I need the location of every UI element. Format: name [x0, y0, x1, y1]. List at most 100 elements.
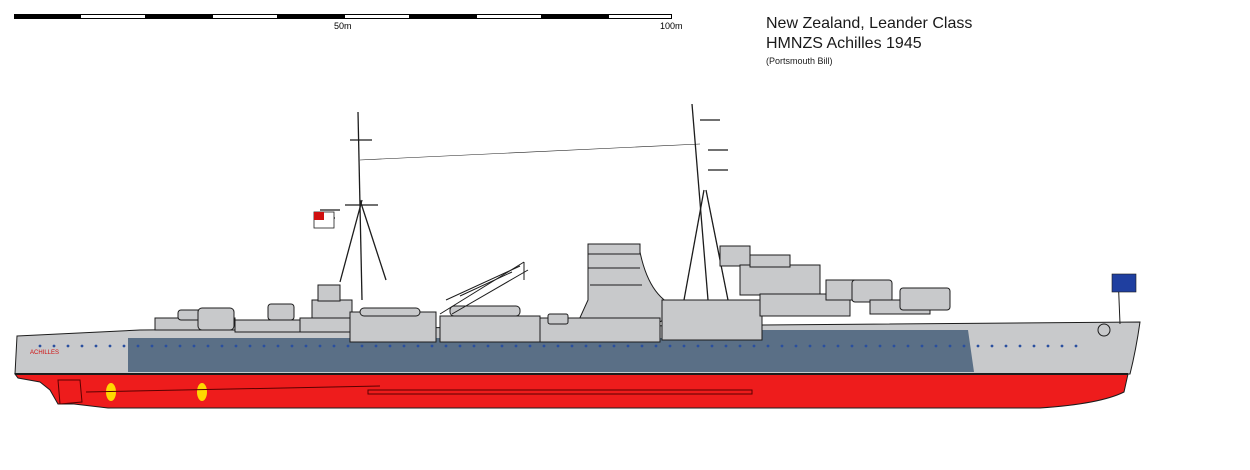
- porthole: [66, 344, 70, 348]
- porthole: [444, 344, 448, 348]
- rudder: [57, 379, 83, 405]
- aft-superstructure: [154, 284, 353, 333]
- porthole: [374, 344, 378, 348]
- porthole: [402, 344, 406, 348]
- porthole: [822, 344, 826, 348]
- porthole: [486, 344, 490, 348]
- porthole: [752, 344, 756, 348]
- porthole: [94, 344, 98, 348]
- porthole: [178, 344, 182, 348]
- porthole: [164, 344, 168, 348]
- porthole: [906, 344, 910, 348]
- porthole: [864, 344, 868, 348]
- porthole: [122, 344, 126, 348]
- porthole: [472, 344, 476, 348]
- porthole: [276, 344, 280, 348]
- porthole: [290, 344, 294, 348]
- bridge-superstructure: [719, 245, 951, 317]
- porthole: [1074, 344, 1078, 348]
- porthole: [990, 344, 994, 348]
- porthole: [724, 344, 728, 348]
- porthole: [626, 344, 630, 348]
- porthole: [52, 344, 56, 348]
- porthole: [682, 344, 686, 348]
- porthole: [696, 344, 700, 348]
- porthole: [192, 344, 196, 348]
- porthole: [220, 344, 224, 348]
- porthole: [514, 344, 518, 348]
- porthole: [1004, 344, 1008, 348]
- aft-mast: [320, 111, 387, 301]
- porthole: [738, 344, 742, 348]
- funnel: [577, 243, 682, 323]
- porthole: [458, 344, 462, 348]
- midships-deckhouse: [539, 299, 763, 343]
- ship-title: HMNZS Achilles 1945: [766, 35, 922, 52]
- porthole: [570, 344, 574, 348]
- porthole: [234, 344, 238, 348]
- porthole: [38, 344, 42, 348]
- porthole: [794, 344, 798, 348]
- porthole: [1046, 344, 1050, 348]
- porthole: [318, 344, 322, 348]
- porthole: [976, 344, 980, 348]
- hull-antifouling: [14, 373, 1129, 409]
- porthole: [346, 344, 350, 348]
- porthole: [612, 344, 616, 348]
- fore-mast: [683, 103, 729, 301]
- credit-text: (Portsmouth Bill): [766, 56, 833, 66]
- porthole: [962, 344, 966, 348]
- porthole: [556, 344, 560, 348]
- porthole: [934, 344, 938, 348]
- bilge-keel: [367, 389, 753, 395]
- scale-label-50m: 50m: [334, 21, 352, 31]
- porthole: [1060, 344, 1064, 348]
- porthole: [836, 344, 840, 348]
- porthole: [262, 344, 266, 348]
- porthole: [710, 344, 714, 348]
- aft-ensign: [313, 211, 335, 229]
- porthole: [668, 344, 672, 348]
- porthole: [892, 344, 896, 348]
- porthole: [584, 344, 588, 348]
- porthole: [416, 344, 420, 348]
- porthole: [206, 344, 210, 348]
- scale-label-100m: 100m: [660, 21, 683, 31]
- new-zealand-ensign: [1111, 273, 1137, 293]
- porthole: [248, 344, 252, 348]
- class-title: New Zealand, Leander Class: [766, 15, 973, 32]
- porthole: [598, 344, 602, 348]
- hull-name: ACHILLES: [30, 350, 59, 356]
- porthole: [948, 344, 952, 348]
- porthole: [332, 344, 336, 348]
- aerial-wire: [359, 143, 701, 161]
- porthole: [136, 344, 140, 348]
- porthole: [654, 344, 658, 348]
- anchor: [1097, 323, 1111, 337]
- porthole: [304, 344, 308, 348]
- porthole: [1032, 344, 1036, 348]
- porthole: [80, 344, 84, 348]
- porthole: [850, 344, 854, 348]
- porthole: [360, 344, 364, 348]
- porthole: [500, 344, 504, 348]
- porthole: [150, 344, 154, 348]
- porthole: [430, 344, 434, 348]
- porthole: [780, 344, 784, 348]
- porthole: [640, 344, 644, 348]
- porthole: [878, 344, 882, 348]
- boat-deck: [349, 305, 541, 343]
- porthole: [1018, 344, 1022, 348]
- porthole: [108, 344, 112, 348]
- porthole: [542, 344, 546, 348]
- porthole: [920, 344, 924, 348]
- porthole: [528, 344, 532, 348]
- porthole: [388, 344, 392, 348]
- aircraft-crane: [439, 261, 529, 315]
- porthole: [766, 344, 770, 348]
- propeller-aft: [106, 383, 116, 401]
- scale-bar: [14, 14, 672, 19]
- porthole: [808, 344, 812, 348]
- propeller-fwd: [197, 383, 207, 401]
